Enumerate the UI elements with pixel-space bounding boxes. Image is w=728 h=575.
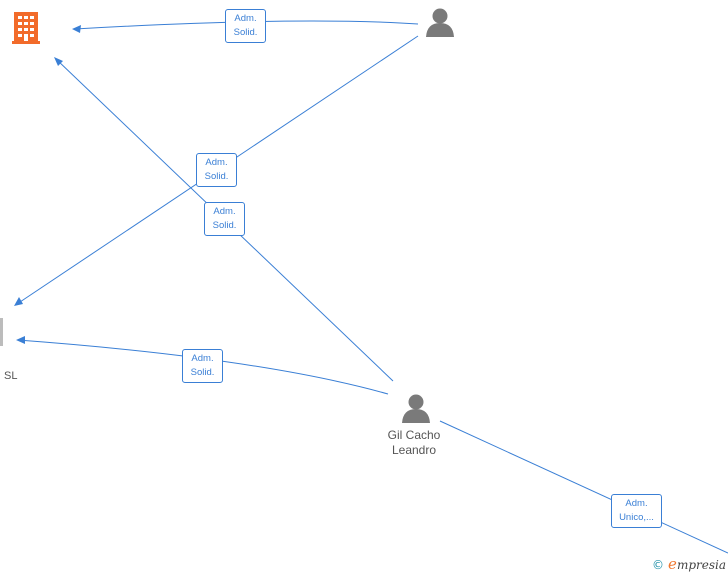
edge-label: Adm. Solid.	[196, 153, 237, 187]
building-icon[interactable]	[12, 12, 40, 44]
edge-gil-to-company-sl	[17, 339, 389, 395]
person-name-line: Leandro	[391, 443, 437, 457]
brand-name: mpresia	[676, 558, 726, 572]
edge-label: Adm. Solid.	[204, 202, 245, 236]
edge-label-line: Adm.	[191, 353, 214, 364]
edge-person-top-to-company-top	[74, 20, 419, 30]
edge-label-line: Adm.	[234, 13, 257, 24]
copyright-symbol: ©	[652, 558, 665, 572]
arrowhead	[14, 297, 23, 306]
empresia-logo: ©empresia	[652, 555, 726, 573]
person-name-line: Gil Cacho	[387, 428, 441, 442]
edge-label-line: Solid.	[204, 171, 229, 182]
edge-label: Adm. Unico,...	[611, 494, 662, 528]
person-label[interactable]: Gil Cacho Leandro	[373, 428, 455, 458]
edge-label-line: Solid.	[190, 367, 215, 378]
edge-gil-to-offscreen	[439, 420, 728, 554]
edge-label-line: Solid.	[212, 220, 237, 231]
edge-label: Adm. Solid.	[225, 9, 266, 43]
brand-initial: e	[668, 555, 677, 573]
person-icon[interactable]	[402, 394, 430, 424]
edge-label-line: Adm.	[213, 206, 236, 217]
edge-label: Adm. Solid.	[182, 349, 223, 383]
arrowhead	[72, 25, 81, 33]
edge-label-line: Solid.	[233, 27, 258, 38]
arrowhead	[16, 336, 25, 344]
building-icon-partial[interactable]	[0, 318, 3, 346]
company-label: SL	[4, 369, 17, 384]
company-name: SL	[4, 370, 18, 382]
edge-label-line: Adm.	[625, 498, 648, 509]
person-icon[interactable]	[426, 8, 454, 38]
arrowhead	[54, 57, 63, 66]
edge-label-line: Adm.	[205, 157, 228, 168]
edge-label-line: Unico,...	[619, 512, 654, 523]
